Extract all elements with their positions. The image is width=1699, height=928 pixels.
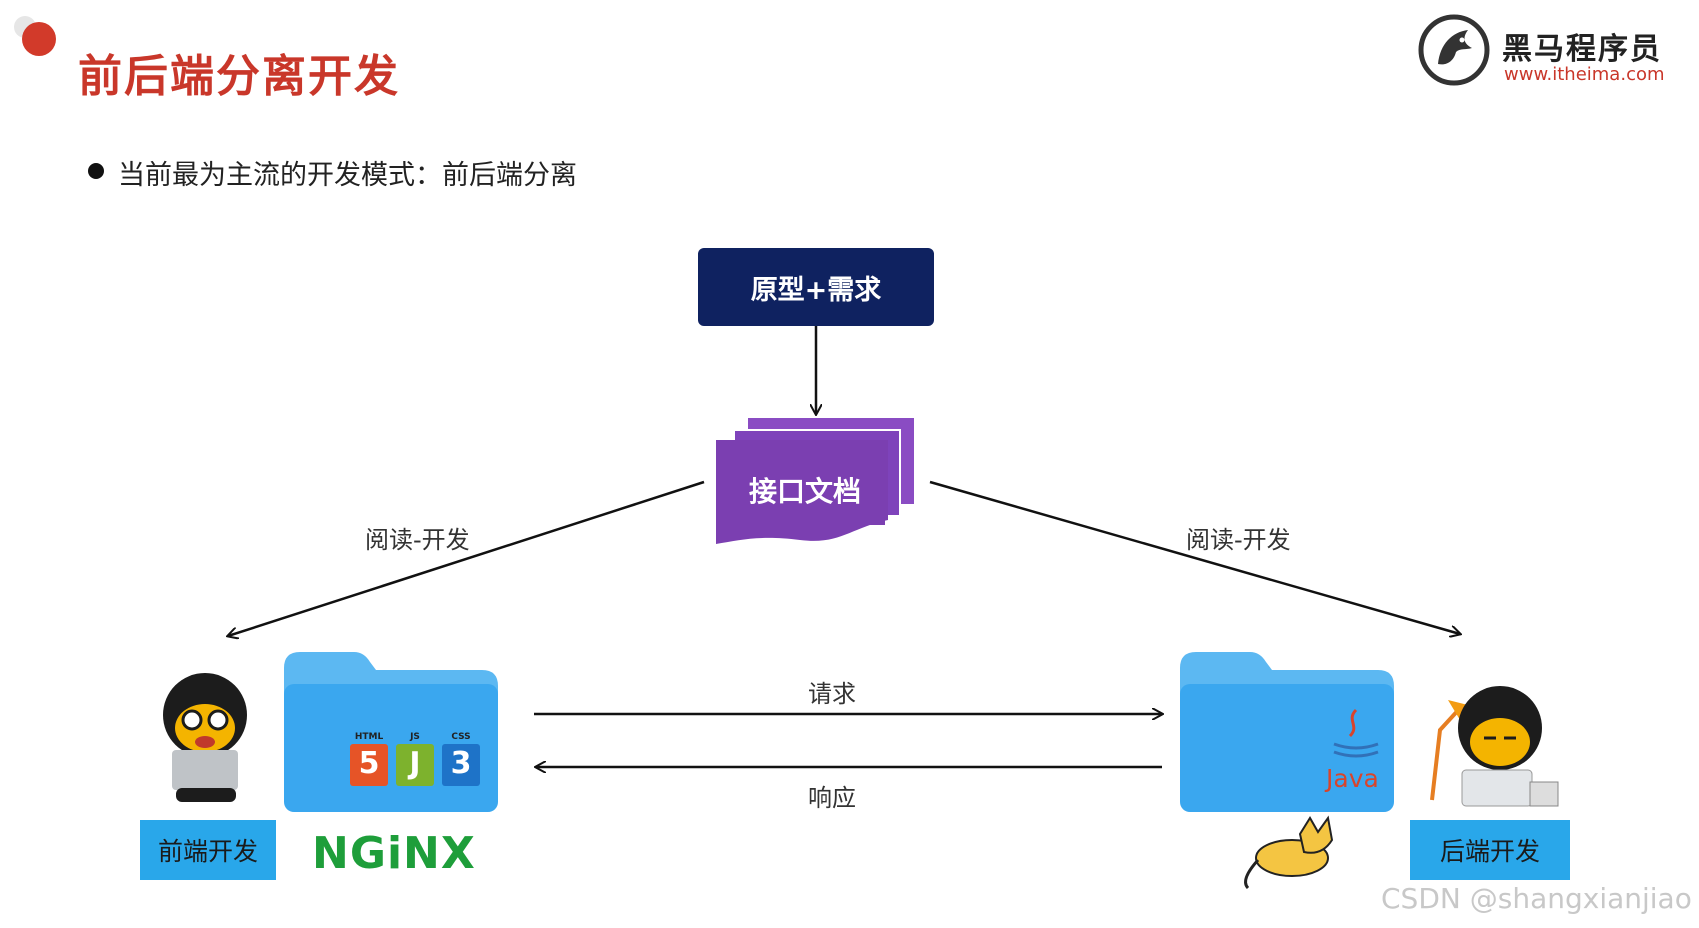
html5-icon: 5 bbox=[358, 746, 380, 781]
logo-url[interactable]: www.itheima.com bbox=[1504, 64, 1665, 85]
tomcat-icon bbox=[1244, 815, 1334, 890]
logo-name: 黑马程序员 bbox=[1502, 32, 1662, 67]
frontend-monkey-icon bbox=[163, 673, 247, 802]
response-label: 响应 bbox=[808, 784, 856, 812]
java-label: Java bbox=[1326, 764, 1379, 793]
frontend-folder-icon bbox=[284, 652, 498, 812]
api-doc-icon bbox=[716, 418, 914, 544]
frontend-dev-label: 前端开发 bbox=[140, 820, 276, 880]
page-title: 前后端分离开发 bbox=[78, 51, 400, 102]
nginx-logo: NGiNX bbox=[312, 828, 476, 879]
backend-dev-label: 后端开发 bbox=[1410, 820, 1570, 880]
title-dot bbox=[22, 22, 56, 56]
html-badge-label: HTML bbox=[354, 732, 384, 742]
read-dev-left-label: 阅读-开发 bbox=[365, 526, 470, 554]
api-doc-label: 接口文档 bbox=[748, 475, 861, 508]
js-badge-label: JS bbox=[410, 732, 420, 742]
arrow-doc-to-frontend bbox=[228, 480, 705, 636]
css3-icon: 3 bbox=[450, 746, 472, 781]
read-dev-right-label: 阅读-开发 bbox=[1186, 526, 1291, 554]
prototype-requirements-box: 原型+需求 bbox=[698, 248, 934, 326]
css-badge-label: CSS bbox=[451, 732, 471, 742]
watermark: CSDN @shangxianjiao bbox=[1381, 882, 1692, 915]
bullet-text: 当前最为主流的开发模式：前后端分离 bbox=[118, 160, 577, 191]
backend-folder-icon bbox=[1180, 652, 1394, 812]
bullet-dot bbox=[88, 163, 104, 179]
arrow-doc-to-backend bbox=[929, 480, 1460, 634]
backend-monkey-icon bbox=[1430, 686, 1559, 807]
request-label: 请求 bbox=[808, 680, 856, 708]
js-icon: J bbox=[409, 746, 421, 781]
horse-icon bbox=[1418, 14, 1490, 86]
